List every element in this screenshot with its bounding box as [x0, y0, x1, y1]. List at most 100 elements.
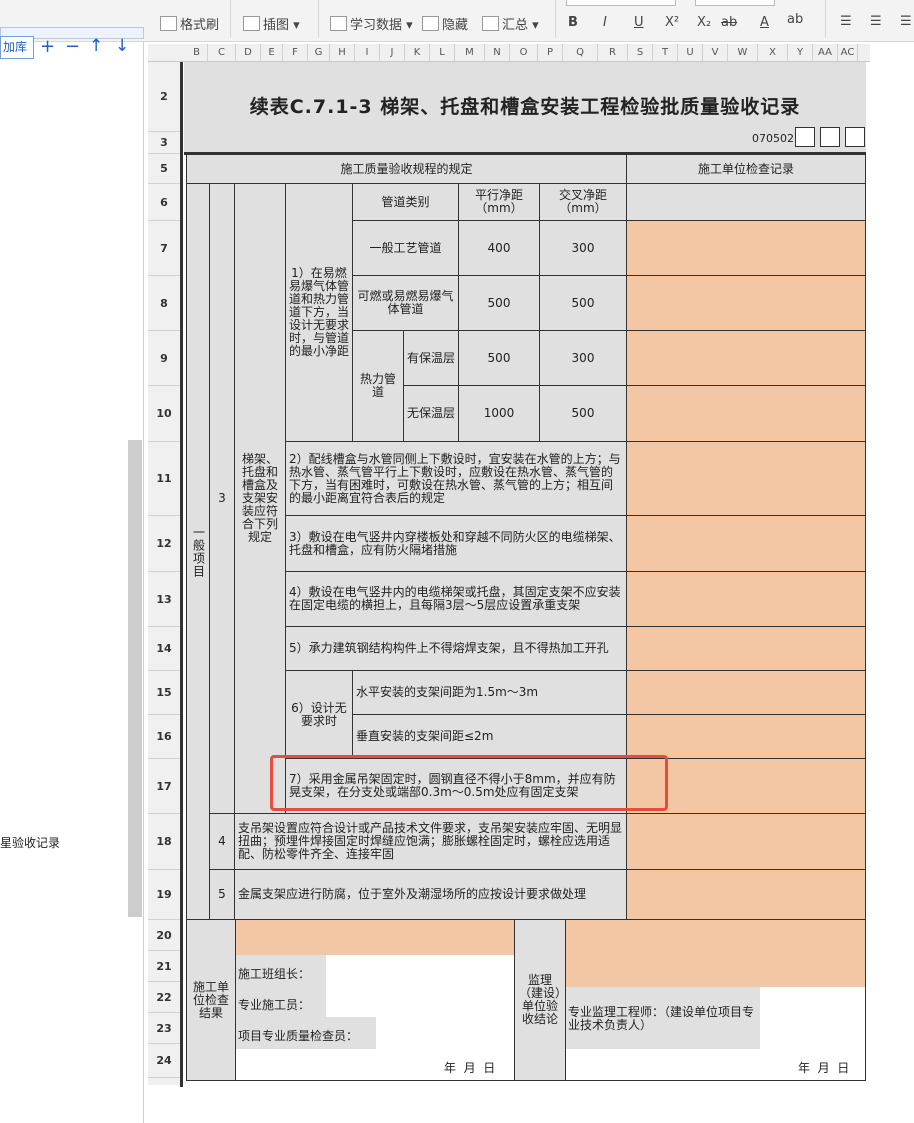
sub-5-text[interactable]: 5）承力建筑钢结构构件上不得熔焊支架，且不得热加工开孔: [285, 626, 627, 671]
column-header[interactable]: D: [236, 44, 261, 62]
row-header[interactable]: 19: [148, 870, 180, 920]
row-header[interactable]: 14: [148, 627, 180, 671]
font-name-select[interactable]: [566, 0, 676, 6]
column-header[interactable]: AA: [813, 44, 838, 62]
column-header[interactable]: O: [510, 44, 538, 62]
column-header[interactable]: P: [538, 44, 563, 62]
construction-result-label[interactable]: 施工单位检查结果: [186, 919, 236, 1081]
sub-6b-text[interactable]: 垂直安装的支架间距≤2m: [352, 714, 627, 759]
row-header[interactable]: 8: [148, 276, 180, 331]
construction-result-input[interactable]: [236, 920, 514, 955]
column-header[interactable]: Q: [563, 44, 598, 62]
add-to-library-button[interactable]: 加库: [0, 36, 34, 59]
row-header[interactable]: 18: [148, 814, 180, 870]
supervision-input[interactable]: [566, 920, 865, 987]
align-right-icon[interactable]: ☰: [900, 14, 912, 29]
row-header[interactable]: 3: [148, 132, 180, 154]
row-header[interactable]: 5: [148, 154, 180, 184]
uninsulated-label[interactable]: 无保温层: [403, 385, 459, 442]
strikethrough-button[interactable]: ab: [721, 15, 738, 30]
remove-icon[interactable]: −: [65, 36, 81, 57]
sub-2-text[interactable]: 2）配线槽盒与水管同侧上下敷设时，宜安装在水管的上方；与热水管、蒸气管平行上下敷…: [285, 441, 627, 516]
align-center-icon[interactable]: ☰: [870, 14, 882, 29]
column-header[interactable]: L: [430, 44, 455, 62]
row-header[interactable]: 16: [148, 715, 180, 759]
pipe-2-cross[interactable]: 500: [539, 275, 627, 331]
insert-image-button[interactable]: 插图 ▾: [243, 14, 300, 33]
row-header[interactable]: 23: [148, 1013, 180, 1044]
column-header[interactable]: W: [728, 44, 758, 62]
row-header[interactable]: 6: [148, 184, 180, 221]
column-header[interactable]: AC: [838, 44, 858, 62]
column-header[interactable]: E: [261, 44, 283, 62]
insulated-cross[interactable]: 300: [539, 330, 627, 386]
item-4-number[interactable]: 4: [209, 813, 235, 870]
record-input-cell[interactable]: [626, 385, 866, 442]
item-5-number[interactable]: 5: [209, 869, 235, 920]
sub-7-text[interactable]: 7）采用金属吊架固定时，圆钢直径不得小于8mm，并应有防晃支架，在分支处或端部0…: [285, 758, 627, 814]
column-header[interactable]: C: [208, 44, 236, 62]
row-header[interactable]: 13: [148, 572, 180, 627]
item-3-label[interactable]: 梯架、托盘和槽盒及支架安装应符合下列规定: [234, 183, 286, 814]
column-header[interactable]: H: [330, 44, 355, 62]
uninsulated-parallel[interactable]: 1000: [458, 385, 540, 442]
column-header[interactable]: M: [455, 44, 485, 62]
item-5-text[interactable]: 金属支架应进行防腐，位于室外及潮湿场所的应按设计要求做处理: [234, 869, 627, 920]
record-cell[interactable]: [626, 183, 866, 221]
add-icon[interactable]: +: [40, 36, 56, 57]
column-header[interactable]: B: [186, 44, 208, 62]
code-box[interactable]: [820, 127, 840, 147]
pinyin-button[interactable]: ab: [787, 12, 804, 27]
italic-button[interactable]: I: [603, 15, 607, 30]
record-input-cell[interactable]: [626, 869, 866, 920]
column-header[interactable]: U: [678, 44, 703, 62]
record-input-cell[interactable]: [626, 220, 866, 276]
item-3-number[interactable]: 3: [209, 183, 235, 814]
tree-item[interactable]: 星验收记录: [0, 836, 61, 850]
column-header[interactable]: R: [598, 44, 628, 62]
column-header[interactable]: N: [485, 44, 510, 62]
sub-6a-text[interactable]: 水平安装的支架间距为1.5m～3m: [352, 670, 627, 715]
row-header[interactable]: 15: [148, 671, 180, 715]
column-header[interactable]: Y: [788, 44, 813, 62]
underline-button[interactable]: U: [634, 15, 644, 30]
row-header[interactable]: 7: [148, 221, 180, 276]
record-input-cell[interactable]: [626, 626, 866, 671]
item-4-text[interactable]: 支吊架设置应符合设计或产品技术文件要求，支吊架安装应牢固、无明显扭曲；预埋件焊接…: [234, 813, 627, 870]
thermal-pipe-label[interactable]: 热力管道: [352, 330, 404, 442]
row-header[interactable]: 17: [148, 759, 180, 814]
record-input-cell[interactable]: [626, 714, 866, 759]
record-input-cell[interactable]: [626, 670, 866, 715]
record-input-cell[interactable]: [626, 330, 866, 386]
supervision-conclusion-label[interactable]: 监理（建设）单位验收结论: [514, 919, 566, 1081]
record-input-cell[interactable]: [626, 515, 866, 572]
record-input-cell[interactable]: [626, 441, 866, 516]
vertical-scrollbar-thumb[interactable]: [128, 440, 142, 917]
align-left-icon[interactable]: ☰: [840, 14, 852, 29]
code-box[interactable]: [795, 127, 815, 147]
move-up-icon[interactable]: ↑: [89, 36, 104, 56]
sub-6-text[interactable]: 6）设计无要求时: [285, 670, 353, 759]
insulated-label[interactable]: 有保温层: [403, 330, 459, 386]
pipe-1-name[interactable]: 一般工艺管道: [352, 220, 459, 276]
move-down-icon[interactable]: ↓: [115, 36, 130, 56]
sub-3-text[interactable]: 3）敷设在电气竖井内穿楼板处和穿越不同防火区的电缆梯架、托盘和槽盒，应有防火隔堵…: [285, 515, 627, 572]
column-header[interactable]: V: [703, 44, 728, 62]
general-items-label[interactable]: 一般项目: [186, 183, 210, 920]
column-header[interactable]: T: [653, 44, 678, 62]
row-header[interactable]: 22: [148, 982, 180, 1013]
font-color-button[interactable]: A: [760, 15, 769, 30]
parallel-header[interactable]: 平行净距（mm）: [458, 183, 540, 221]
hide-button[interactable]: 隐藏: [422, 14, 468, 33]
pipe-1-parallel[interactable]: 400: [458, 220, 540, 276]
column-header[interactable]: I: [355, 44, 380, 62]
record-input-cell[interactable]: [626, 813, 866, 870]
pipe-1-cross[interactable]: 300: [539, 220, 627, 276]
record-input-cell[interactable]: [626, 571, 866, 627]
study-data-button[interactable]: 学习数据 ▾: [330, 14, 413, 33]
column-header[interactable]: F: [283, 44, 308, 62]
row-header[interactable]: 9: [148, 331, 180, 386]
summary-button[interactable]: 汇总 ▾: [482, 14, 539, 33]
sub-1-text[interactable]: 1）在易燃易爆气体管道和热力管道下方，当设计无要求时，与管道的最小净距: [285, 183, 353, 442]
column-header[interactable]: S: [628, 44, 653, 62]
